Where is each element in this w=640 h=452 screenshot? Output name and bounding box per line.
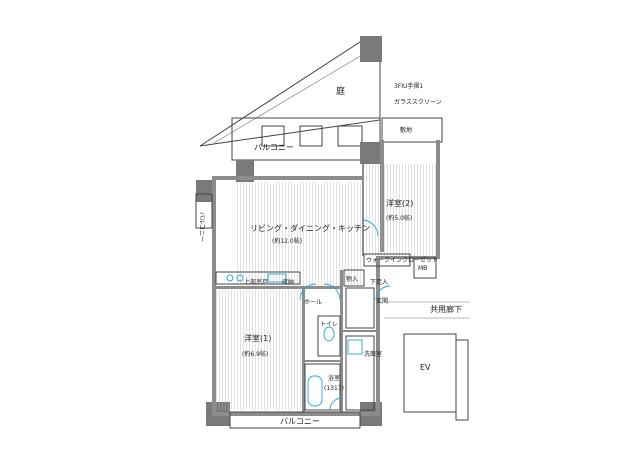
bath-label: 浴室 — [328, 374, 340, 382]
hall-label: ホール — [304, 299, 322, 306]
ev-label: EV — [420, 363, 431, 372]
ldk-floor — [236, 182, 362, 286]
western1-floor — [216, 290, 302, 410]
washroom — [345, 335, 375, 411]
note3-label: 上部吊戸 — [244, 278, 268, 286]
bath — [304, 363, 341, 411]
walk-in-label: ウォークインクローゼット — [366, 256, 438, 264]
toilet-label: トイレ — [320, 321, 338, 328]
corridor-label: 共用廊下 — [430, 304, 462, 314]
balcony-side — [195, 193, 213, 229]
note4-label: 収納 — [282, 278, 294, 286]
entrance-garden — [381, 117, 443, 143]
column-left — [196, 180, 214, 202]
western2-label: 洋室(2) — [386, 198, 413, 208]
entrance-label: 玄関 — [376, 297, 388, 305]
balcony-bottom — [229, 411, 361, 429]
kitchen — [215, 271, 301, 285]
balcony-side-label: バルコニー — [198, 212, 205, 242]
note1-label: 3FIU手摺1 — [394, 82, 423, 90]
western1-label: 洋室(1) — [244, 333, 271, 343]
garden-area — [199, 41, 381, 147]
note5-label: 下足入 — [370, 279, 388, 286]
storage-label: 物入 — [346, 275, 358, 283]
balcony-top — [231, 117, 381, 161]
bath-size-label: (1317) — [324, 385, 344, 392]
garden-label: 庭 — [336, 85, 345, 97]
mb — [413, 257, 437, 279]
note2-label: ガラススクリーン — [394, 98, 442, 106]
column-mid-center — [360, 142, 382, 164]
walk-in-closet — [363, 253, 411, 267]
western2-floor — [362, 164, 436, 256]
balcony-top-label: バルコニー — [254, 143, 294, 152]
door-swings — [299, 219, 391, 411]
toilet — [317, 315, 341, 357]
ldk-label: リビング・ダイニング・キッチン — [250, 223, 370, 233]
mb-label: MB — [418, 265, 427, 272]
washroom-label: 洗面室 — [364, 350, 382, 358]
ldk-size-label: (約12.0帖) — [272, 237, 302, 245]
interior-walls — [216, 164, 376, 412]
entrance — [345, 287, 375, 329]
column-top-right — [360, 36, 382, 62]
western2-size-label: (約5.0帖) — [386, 214, 412, 222]
entrance-garden-label: 敷地 — [400, 126, 412, 134]
western1-size-label: (約6.9帖) — [242, 350, 268, 358]
corridor — [384, 301, 470, 421]
storage — [343, 269, 365, 287]
balcony-bottom-label: バルコニー — [280, 417, 320, 426]
